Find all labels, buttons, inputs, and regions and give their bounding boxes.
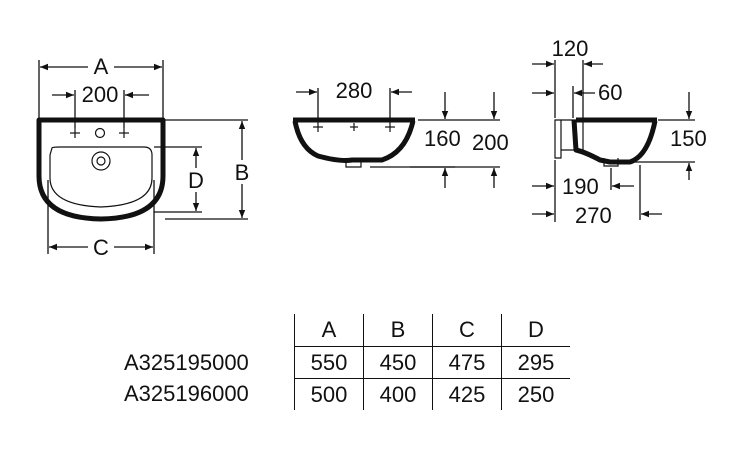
model-code: A325196000 [124, 381, 249, 407]
table-header-blank [124, 314, 295, 347]
dim-label-B: B [235, 160, 250, 185]
value-C: 475 [432, 346, 502, 379]
technical-drawing: A 200 B D C [36, 36, 707, 260]
column-header-D: D [501, 314, 570, 347]
table-row: A325195000 550 450 475 295 [124, 346, 570, 379]
value-B: 400 [363, 378, 433, 410]
value-B: 450 [363, 346, 433, 379]
dim-label-120: 120 [552, 36, 589, 61]
dim-label-160: 160 [424, 126, 461, 151]
dim-label-190: 190 [562, 174, 599, 199]
front-view: A 200 B D C [36, 54, 250, 260]
dim-label-150: 150 [670, 126, 707, 151]
value-C: 425 [432, 378, 502, 410]
dim-label-200-rear: 200 [472, 130, 509, 155]
column-header-B: B [363, 314, 433, 347]
model-code: A325195000 [124, 349, 249, 375]
side-view: 120 60 150 190 270 [532, 36, 707, 228]
column-header-A: A [294, 314, 364, 347]
table-row: A325196000 500 400 425 250 [124, 378, 570, 410]
value-A: 500 [294, 378, 364, 410]
value-A: 550 [294, 346, 364, 379]
rear-view: 280 160 200 [292, 78, 509, 188]
dim-label-270: 270 [575, 203, 612, 228]
dim-label-280: 280 [336, 78, 373, 103]
value-D: 250 [501, 378, 570, 410]
column-header-C: C [432, 314, 502, 347]
dim-label-A: A [94, 54, 109, 79]
dim-label-C: C [93, 235, 109, 260]
table-header-row: A B C D [124, 314, 570, 347]
dim-label-D: D [188, 168, 204, 193]
dim-label-200-front: 200 [82, 82, 119, 107]
dim-label-60: 60 [598, 80, 622, 105]
value-D: 295 [501, 346, 570, 379]
dimension-table: A B C D A325195000 550 450 475 295 A3251… [124, 314, 570, 410]
